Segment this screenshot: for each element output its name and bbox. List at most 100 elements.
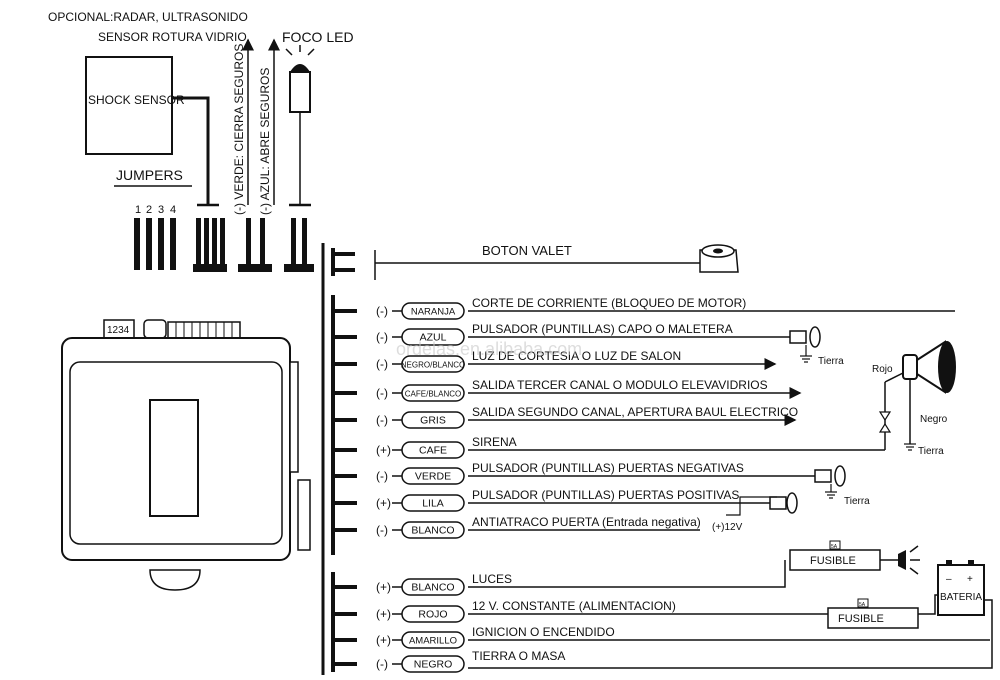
wire-row: (-) NEGRO TIERRA O MASA	[335, 649, 565, 673]
optional-sensors-line2: SENSOR ROTURA VIDRIO.	[98, 30, 250, 44]
power-fuse-rating: 5A	[859, 602, 866, 608]
wire-color-label: BLANCO	[411, 525, 454, 537]
wire-description: CORTE DE CORRIENTE (BLOQUEO DE MOTOR)	[472, 296, 746, 310]
wire-row: (-) BLANCO ANTIATRACO PUERTA (Entrada nega…	[335, 515, 701, 539]
wire-color-label: NEGRO	[414, 659, 453, 671]
wire-polarity: (-)	[376, 413, 388, 427]
wire-polarity: (+)	[376, 580, 391, 594]
wire-pin	[335, 474, 357, 478]
wire-description: 12 V. CONSTANTE (ALIMENTACION)	[472, 599, 676, 613]
wire-color-label: CAFE/BLANCO	[405, 390, 461, 399]
wire-color-label: AZUL	[420, 332, 447, 344]
jumper-number-3: 3	[158, 204, 164, 216]
wire-color-label: LILA	[422, 498, 444, 510]
wire-polarity: (-)	[376, 523, 388, 537]
lights-circuit: 5A FUSIBLE	[468, 540, 920, 588]
wire-color-tag	[401, 521, 465, 539]
siren-ground-label: Tierra	[918, 446, 944, 457]
wire-description: SIRENA	[472, 435, 517, 449]
valet-label: BOTON VALET	[482, 243, 572, 258]
wire-color-tag	[401, 655, 465, 673]
jumper-number-2: 2	[146, 204, 152, 216]
optional-sensors-line1: OPCIONAL:RADAR, ULTRASONIDO	[48, 10, 248, 24]
wire-row: (-) CAFE/BLANCO SALIDA TERCER CANAL O MODU…	[335, 378, 768, 402]
wire-color-tag	[401, 631, 465, 649]
jumpers: JUMPERS 1 2 3 4	[114, 167, 192, 270]
wire-color-tag	[401, 441, 465, 459]
wire-polarity: (-)	[376, 330, 388, 344]
wire-color-label: AMARILLO	[409, 636, 457, 647]
shock-sensor: SHOCK SENSOR	[85, 56, 219, 207]
wire-description: PULSADOR (PUNTILLAS) PUERTAS POSITIVAS	[472, 488, 739, 502]
lock-open-label: (-) AZUL: ABRE SEGUROS	[258, 68, 272, 215]
battery-icon: – + BATERIA	[937, 560, 985, 616]
led-indicator: FOCO LED	[282, 29, 354, 207]
wire-pin	[335, 391, 357, 395]
siren-red-label: Rojo	[872, 364, 893, 375]
door-ground-label: Tierra	[844, 496, 870, 507]
wire-pin	[335, 362, 357, 366]
valet-button: BOTON VALET	[374, 243, 739, 280]
shock-sensor-connector	[193, 218, 227, 272]
wire-pin	[335, 585, 357, 589]
led-light-rays-icon	[285, 45, 315, 56]
wire-pin	[335, 612, 357, 616]
wire-color-tag	[401, 494, 465, 512]
wire-color-tag	[401, 328, 465, 346]
wire-pin	[335, 528, 357, 532]
wire-row: (+) ROJO 12 V. CONSTANTE (ALIMENTACION)	[335, 599, 676, 623]
wire-pin	[335, 309, 357, 313]
siren-horn-icon	[902, 340, 956, 394]
hood-pin-switch-icon: Tierra	[468, 326, 844, 367]
wire-polarity: (+)	[376, 496, 391, 510]
lights-fuse-rating: 5A	[831, 544, 838, 550]
wire-color-tag	[401, 355, 465, 373]
wire-description: SALIDA SEGUNDO CANAL, APERTURA BAUL ELEC…	[472, 405, 798, 419]
led-connector	[284, 218, 314, 272]
power-circuit: 5A FUSIBLE – + BATERIA	[468, 560, 993, 669]
module-connector-numbers: 1234	[107, 325, 130, 336]
siren-black-label: Negro	[920, 414, 948, 425]
wire-polarity: (+)	[376, 633, 391, 647]
wire-pin	[335, 418, 357, 422]
battery-label: BATERIA	[940, 592, 982, 603]
door-pin-switch-icon: Tierra	[468, 465, 870, 507]
wire-color-tag	[401, 605, 465, 623]
wire-description: PULSADOR (PUNTILLAS) PUERTAS NEGATIVAS	[472, 461, 744, 475]
wire-description: LUZ DE CORTESIA O LUZ DE SALON	[472, 349, 681, 363]
wire-description: IGNICION O ENCENDIDO	[472, 625, 615, 639]
wire-polarity: (-)	[376, 386, 388, 400]
wire-polarity: (+)	[376, 607, 391, 621]
plus-12v-label: (+)12V	[712, 522, 743, 533]
wire-polarity: (-)	[376, 357, 388, 371]
lamp-icon	[898, 545, 920, 575]
wire-pin	[335, 501, 357, 505]
wire-description: TIERRA O MASA	[472, 649, 565, 663]
door-lock-connector	[238, 218, 272, 272]
wire-color-tag	[401, 467, 465, 485]
wire-color-label: ROJO	[418, 609, 447, 621]
wire-pin	[335, 662, 357, 666]
wire-color-tag	[401, 411, 465, 429]
wire-color-tag	[401, 578, 465, 596]
battery-minus-icon: –	[946, 574, 952, 585]
wire-row: (+) AMARILLO IGNICION O ENCENDIDO	[335, 625, 615, 649]
door-pin-switch-positive-icon: (+)12V	[468, 492, 798, 533]
power-fuse-label: FUSIBLE	[838, 613, 884, 625]
wire-description: SALIDA TERCER CANAL O MODULO ELEVAVIDRIO…	[472, 378, 768, 392]
battery-plus-icon: +	[967, 574, 973, 585]
wire-polarity: (-)	[376, 469, 388, 483]
wire-polarity: (-)	[376, 304, 388, 318]
lock-outputs: (-) VERDE: CIERRA SEGUROS (-) AZUL: ABRE…	[232, 38, 280, 215]
jumper-number-4: 4	[170, 204, 176, 216]
wire-pin	[335, 448, 357, 452]
wire-description: PULSADOR (PUNTILLAS) CAPO O MALETERA	[472, 322, 733, 336]
wire-description: ANTIATRACO PUERTA (Entrada negativa)	[472, 515, 701, 529]
wire-polarity: (-)	[376, 657, 388, 671]
